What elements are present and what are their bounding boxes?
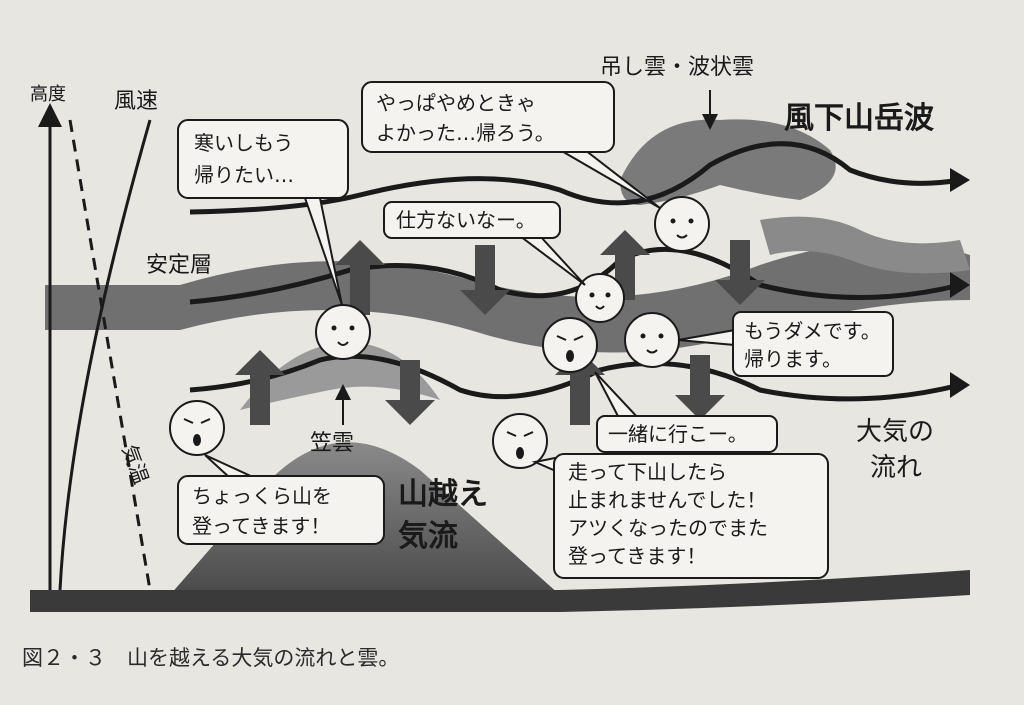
updraft-arrow-4 [600, 230, 650, 300]
downdraft-arrow-4 [715, 240, 765, 305]
downdraft-arrow-3 [675, 355, 725, 420]
bubble-ran-down: 走って下山したら 止まれませんでした！ アツくなったのでまた 登ってきます！ [531, 453, 829, 579]
bubble-no-choice: 仕方ないなー。 [383, 201, 586, 286]
flow-arrow-lower [950, 372, 970, 398]
face-determined-middle [542, 317, 598, 373]
altitude-label: 高度 [30, 84, 66, 105]
bubble-ran-down-line1: 走って下山したら [568, 460, 727, 484]
face-ran-down [492, 413, 548, 469]
air-flow-label-line2: 流れ [870, 453, 922, 483]
face-give-up [624, 312, 680, 368]
face-cold [315, 304, 371, 360]
bubble-quick-climb-line2: 登ってきます！ [192, 514, 330, 538]
lee-wave-label: 風下山岳波 [784, 101, 935, 136]
bubble-ran-down-line4: 登ってきます！ [568, 544, 706, 568]
mountain-airflow-label-line2: 気流 [398, 519, 458, 554]
flow-arrow-upper [950, 168, 970, 192]
updraft-arrow-1 [235, 350, 285, 425]
face-quick-climb [169, 400, 225, 456]
mountain-airflow-label-line1: 山越え [398, 477, 488, 512]
flow-line-lower [189, 353, 961, 402]
downdraft-arrow-2 [460, 245, 510, 315]
face-regret [654, 196, 710, 252]
bubble-quick-climb-line1: ちょっくら山を [192, 484, 332, 508]
figure-caption: 図２・３ 山を越える大気の流れと雲。 [22, 646, 399, 670]
face-no-choice [575, 273, 625, 323]
flow-line-upper [189, 141, 961, 215]
downdraft-arrow-1 [385, 360, 435, 425]
bubble-give-up: もうダメです。 帰ります。 [677, 311, 894, 377]
bubble-no-choice-line1: 仕方ないなー。 [396, 208, 536, 232]
bubble-together-line1: 一緒に行こー。 [608, 422, 748, 446]
bubble-together: 一緒に行こー。 [594, 371, 778, 453]
lee-cloud-band [760, 216, 970, 274]
bubble-cold: 寒いしもう 帰りたい… [177, 119, 349, 306]
bubble-regret: やっぱやめときゃ よかった…帰ろう。 [361, 81, 661, 209]
bubble-ran-down-line3: アツくなったのでまた [568, 516, 768, 540]
wind-speed-label: 風速 [114, 89, 158, 114]
bubble-give-up-line1: もうダメです。 [744, 319, 881, 343]
bubble-regret-line1: やっぱやめときゃ [376, 91, 536, 115]
updraft-arrow-2 [335, 240, 385, 315]
suspended-cloud-label: 吊し雲・波状雲 [600, 55, 754, 80]
flow-arrow-middle [950, 272, 970, 298]
cap-cloud-label: 笠雲 [310, 431, 354, 456]
bubble-cold-line2: 帰りたい… [194, 163, 294, 187]
stable-layer-label: 安定層 [146, 253, 212, 278]
bubble-cold-line1: 寒いしもう [194, 131, 293, 155]
air-flow-label-line1: 大気の [856, 417, 934, 447]
wind-speed-line [58, 119, 152, 591]
lenticular-cloud [620, 119, 836, 205]
bubble-ran-down-line2: 止まれませんでした！ [568, 488, 766, 512]
bubble-quick-climb: ちょっくら山を 登ってきます！ [177, 454, 385, 545]
ground [30, 570, 970, 612]
bubble-give-up-line2: 帰ります。 [744, 347, 842, 371]
bubble-regret-line2: よかった…帰ろう。 [376, 121, 555, 145]
